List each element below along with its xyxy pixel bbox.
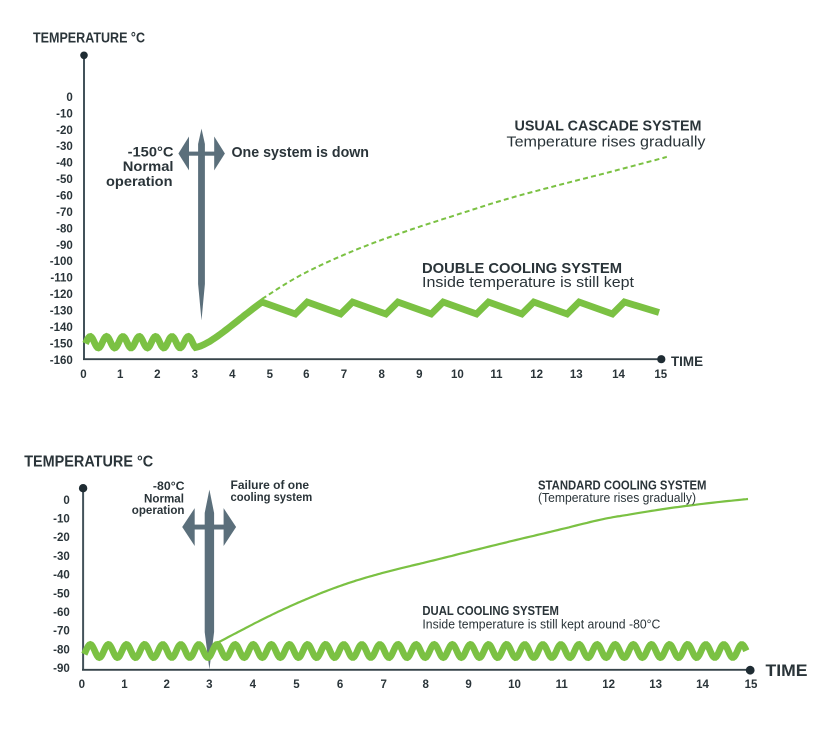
svg-text:11: 11 [556,679,569,691]
svg-text:2: 2 [163,679,169,691]
svg-text:0: 0 [66,92,72,104]
svg-text:-80: -80 [53,644,70,656]
svg-text:(Temperature rises gradually): (Temperature rises gradually) [538,491,696,505]
svg-text:3: 3 [192,369,198,381]
svg-text:4: 4 [229,369,236,381]
svg-text:13: 13 [649,679,662,691]
svg-text:-20: -20 [56,125,73,137]
svg-text:14: 14 [612,369,625,381]
svg-text:7: 7 [341,369,347,381]
svg-text:Temperature rises gradually: Temperature rises gradually [507,133,707,150]
svg-text:9: 9 [465,679,471,691]
svg-text:USUAL CASCADE SYSTEM: USUAL CASCADE SYSTEM [515,118,702,135]
svg-text:7: 7 [380,679,386,691]
svg-text:3: 3 [206,679,212,691]
svg-text:DOUBLE COOLING SYSTEM: DOUBLE COOLING SYSTEM [422,260,622,277]
svg-text:-80: -80 [56,223,73,235]
svg-text:-90: -90 [53,663,70,675]
svg-text:-40: -40 [56,158,73,170]
svg-text:-120: -120 [50,289,73,301]
svg-text:15: 15 [745,679,758,691]
svg-text:Failure of one: Failure of one [231,478,310,492]
svg-text:-30: -30 [56,141,73,153]
svg-text:operation: operation [132,503,185,517]
svg-text:-50: -50 [53,588,70,600]
svg-text:1: 1 [121,679,128,691]
svg-text:12: 12 [602,679,615,691]
svg-text:-30: -30 [53,551,70,563]
svg-text:11: 11 [490,369,503,381]
svg-text:Normal: Normal [123,158,174,174]
svg-text:-10: -10 [53,514,70,526]
svg-text:1: 1 [117,369,124,381]
svg-text:4: 4 [250,679,257,691]
svg-text:-40: -40 [53,570,70,582]
svg-text:2: 2 [154,369,160,381]
svg-text:operation: operation [106,173,173,189]
svg-text:10: 10 [508,679,521,691]
svg-text:-100: -100 [50,256,73,268]
svg-text:0: 0 [63,495,69,507]
svg-text:-80°C: -80°C [153,479,185,493]
svg-text:TEMPERATURE °C: TEMPERATURE °C [33,31,145,47]
svg-text:One system is down: One system is down [232,144,370,161]
svg-text:-60: -60 [56,191,73,203]
svg-text:9: 9 [416,369,422,381]
svg-text:TIME: TIME [671,354,703,369]
svg-text:5: 5 [293,679,300,691]
svg-text:TIME: TIME [766,662,808,680]
svg-text:6: 6 [337,679,343,691]
svg-text:Inside temperature is still ke: Inside temperature is still kept [422,274,635,291]
svg-text:STANDARD COOLING SYSTEM: STANDARD COOLING SYSTEM [538,478,707,492]
svg-text:14: 14 [696,679,709,691]
svg-text:0: 0 [80,369,86,381]
svg-text:-160: -160 [50,355,73,367]
svg-text:-70: -70 [56,207,73,219]
svg-text:-50: -50 [56,174,73,186]
svg-text:-140: -140 [50,322,73,334]
svg-text:8: 8 [378,369,385,381]
svg-text:-60: -60 [53,607,70,619]
svg-text:12: 12 [530,369,543,381]
svg-text:5: 5 [267,369,274,381]
svg-text:cooling system: cooling system [231,490,313,504]
svg-text:-20: -20 [53,532,70,544]
svg-text:-90: -90 [56,240,73,252]
svg-text:Normal: Normal [144,491,184,505]
svg-text:-70: -70 [53,626,70,638]
svg-text:15: 15 [654,369,667,381]
svg-text:TEMPERATURE °C: TEMPERATURE °C [24,454,153,471]
svg-text:10: 10 [451,369,464,381]
svg-text:DUAL COOLING SYSTEM: DUAL COOLING SYSTEM [422,604,559,618]
svg-text:-110: -110 [50,273,72,285]
svg-text:-130: -130 [50,306,73,318]
svg-text:-150°C: -150°C [128,143,174,159]
svg-text:-10: -10 [56,108,73,120]
svg-text:13: 13 [570,369,583,381]
svg-text:Inside temperature is still ke: Inside temperature is still kept around … [422,617,660,631]
svg-text:-150: -150 [50,338,73,350]
svg-text:8: 8 [422,679,429,691]
svg-text:0: 0 [79,679,85,691]
svg-text:6: 6 [303,369,309,381]
